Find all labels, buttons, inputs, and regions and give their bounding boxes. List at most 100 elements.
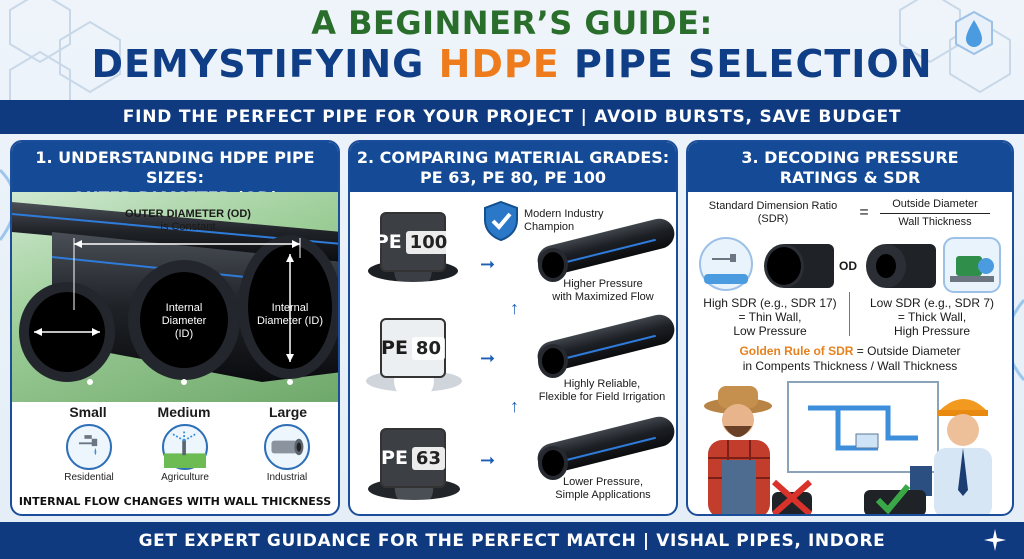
pe63-prefix: PE <box>381 447 408 469</box>
arrow-pe80: ➞ <box>480 348 496 368</box>
title-line-2: DEMYSTIFYING HDPE PIPE SELECTION <box>0 42 1024 86</box>
subtitle-text: FIND THE PERFECT PIPE FOR YOUR PROJECT |… <box>122 107 902 127</box>
water-drop-icon <box>955 10 993 56</box>
panel-pipe-sizes: 1. UNDERSTANDING HDPE PIPE SIZES: OUTER … <box>10 140 340 516</box>
arrow-up-1: ↑ <box>510 298 519 318</box>
pe100-number: 100 <box>405 230 452 254</box>
pe80-desc-line-2: Flexible for Field Irrigation <box>538 391 666 403</box>
subtitle-banner: FIND THE PERFECT PIPE FOR YOUR PROJECT |… <box>0 100 1024 134</box>
pipe-end-pe80 <box>538 344 568 378</box>
golden-rule-rest: = Outside Diameter <box>853 344 961 358</box>
od-label: OUTER DIAMETER (OD) is Constant <box>108 208 268 234</box>
arrow-pe100: ➞ <box>480 254 496 274</box>
title-highlight-hdpe: HDPE <box>438 42 560 86</box>
arrow-pe63: ➞ <box>480 450 496 470</box>
badge-line-1: Modern Industry <box>524 208 604 220</box>
size-label-medium: Medium <box>157 404 211 420</box>
pump-icon <box>943 237 1001 293</box>
title-line-1: A BEGINNER’S GUIDE: <box>311 4 713 42</box>
sdr-def-line-2: (SDR) <box>757 213 789 225</box>
pe80-description: Highly Reliable, Flexible for Field Irri… <box>524 378 676 404</box>
sdr-def-line-1: Standard Dimension Ratio <box>708 200 838 212</box>
use-label-residential: Residential <box>64 472 114 483</box>
footer-text: GET EXPERT GUIDANCE FOR THE PERFECT MATC… <box>138 530 886 551</box>
high-sdr-note: High SDR (e.g., SDR 17) = Thin Wall, Low… <box>692 296 848 338</box>
pe63-description: Lower Pressure, Simple Applications <box>528 476 676 502</box>
sdr-denominator: Wall Thickness <box>898 216 972 228</box>
farmer-and-engineer-illustration <box>704 381 992 514</box>
size-label-large: Large <box>268 404 308 420</box>
sdr-definition: Standard Dimension Ratio (SDR) <box>698 200 848 226</box>
panel-2-heading: 2. COMPARING MATERIAL GRADES: PE 63, PE … <box>350 142 676 192</box>
pe80-desc-line-1: Highly Reliable, <box>563 378 641 390</box>
use-label-industrial: Industrial <box>266 472 308 483</box>
od-label-line-1: OUTER DIAMETER (OD) <box>125 208 251 220</box>
pe80-prefix: PE <box>381 337 408 359</box>
high-sdr-line-3: Low Pressure <box>733 324 807 338</box>
shield-check-icon <box>484 200 518 242</box>
use-label-agriculture: Agriculture <box>161 472 209 483</box>
panel-2-heading-line-1: 2. COMPARING MATERIAL GRADES: <box>356 148 670 167</box>
size-label-small: Small <box>69 404 107 420</box>
faucet-icon <box>66 424 112 470</box>
high-sdr-line-2: = Thin Wall, <box>738 310 802 324</box>
sprinkler-icon <box>162 424 208 470</box>
id-medium-line-3: (ID) <box>174 328 194 340</box>
low-sdr-note: Low SDR (e.g., SDR 7) = Thick Wall, High… <box>852 296 1012 338</box>
id-label-medium: Internal Diameter (ID) <box>152 302 216 341</box>
title-part-a: DEMYSTIFYING <box>91 42 439 86</box>
pipe-section-icon <box>264 424 310 470</box>
golden-rule-title: Golden Rule of SDR <box>739 344 854 358</box>
thin-wall-pipe <box>764 244 834 288</box>
sdr-divider <box>849 292 850 336</box>
pe63-desc-line-2: Simple Applications <box>555 489 651 501</box>
id-large-line-1: Internal <box>271 302 309 314</box>
pe80-number: 80 <box>411 336 445 360</box>
pe100-prefix: PE <box>374 231 402 253</box>
sdr-equals: = <box>859 204 869 221</box>
id-medium-line-1: Internal <box>165 302 203 314</box>
panel-1-heading: 1. UNDERSTANDING HDPE PIPE SIZES: OUTER … <box>12 142 338 207</box>
pe63-desc-line-1: Lower Pressure, <box>562 476 644 488</box>
golden-rule: Golden Rule of SDR = Outside Diameter in… <box>688 344 1012 374</box>
pe63-number: 63 <box>411 446 445 470</box>
panel-3-heading: 3. DECODING PRESSURE RATINGS & SDR <box>688 142 1012 192</box>
sparkle-icon <box>984 529 1006 551</box>
low-sdr-line-2: = Thick Wall, <box>897 310 967 324</box>
three-pipes-graphic <box>12 202 338 385</box>
pe100-description: Higher Pressure with Maximized Flow <box>528 278 676 304</box>
panel-material-grades: 2. COMPARING MATERIAL GRADES: PE 63, PE … <box>348 140 678 516</box>
high-sdr-line-1: High SDR (e.g., SDR 17) <box>703 296 837 310</box>
pe100-desc-line-2: with Maximized Flow <box>552 291 654 303</box>
pipe-end-pe100 <box>538 248 568 282</box>
sdr-fraction: Outside Diameter Wall Thickness <box>880 198 990 229</box>
id-medium-line-2: Diameter <box>161 315 207 327</box>
footer-banner: GET EXPERT GUIDANCE FOR THE PERFECT MATC… <box>0 522 1024 559</box>
panel-1-heading-line-1: 1. UNDERSTANDING HDPE PIPE SIZES: <box>35 148 315 187</box>
or-label: OD <box>839 259 857 273</box>
panel-2-heading-line-2: PE 63, PE 80, PE 100 <box>420 168 606 187</box>
panel-3-heading-line-2: RATINGS & SDR <box>779 168 921 187</box>
badge-line-2: Champion <box>524 221 575 233</box>
pipe-end-pe63 <box>538 446 568 480</box>
badge-label: Modern Industry Champion <box>524 208 624 234</box>
id-large-line-2: Diameter (ID) <box>256 315 323 327</box>
flow-note: INTERNAL FLOW CHANGES WITH WALL THICKNES… <box>18 495 332 508</box>
golden-rule-line-2: in Compents Thickness / Wall Thickness <box>742 359 958 373</box>
pipe-sizes-illustration: OUTER DIAMETER (OD) is Constant Internal… <box>12 192 338 402</box>
title-part-c: PIPE SELECTION <box>559 42 933 86</box>
panel-3-heading-line-1: 3. DECODING PRESSURE <box>741 148 959 167</box>
low-sdr-line-3: High Pressure <box>893 324 971 338</box>
tap-icon <box>699 237 753 291</box>
arrow-up-2: ↑ <box>510 396 519 416</box>
id-label-large: Internal Diameter (ID) <box>250 302 330 328</box>
low-sdr-line-1: Low SDR (e.g., SDR 7) <box>869 296 995 310</box>
od-label-line-2: is Constant <box>160 221 216 233</box>
pe100-desc-line-1: Higher Pressure <box>563 278 643 290</box>
sdr-numerator: Outside Diameter <box>880 198 990 214</box>
panel-pressure-sdr: 3. DECODING PRESSURE RATINGS & SDR Stand… <box>686 140 1014 516</box>
thick-wall-pipe <box>866 244 936 288</box>
